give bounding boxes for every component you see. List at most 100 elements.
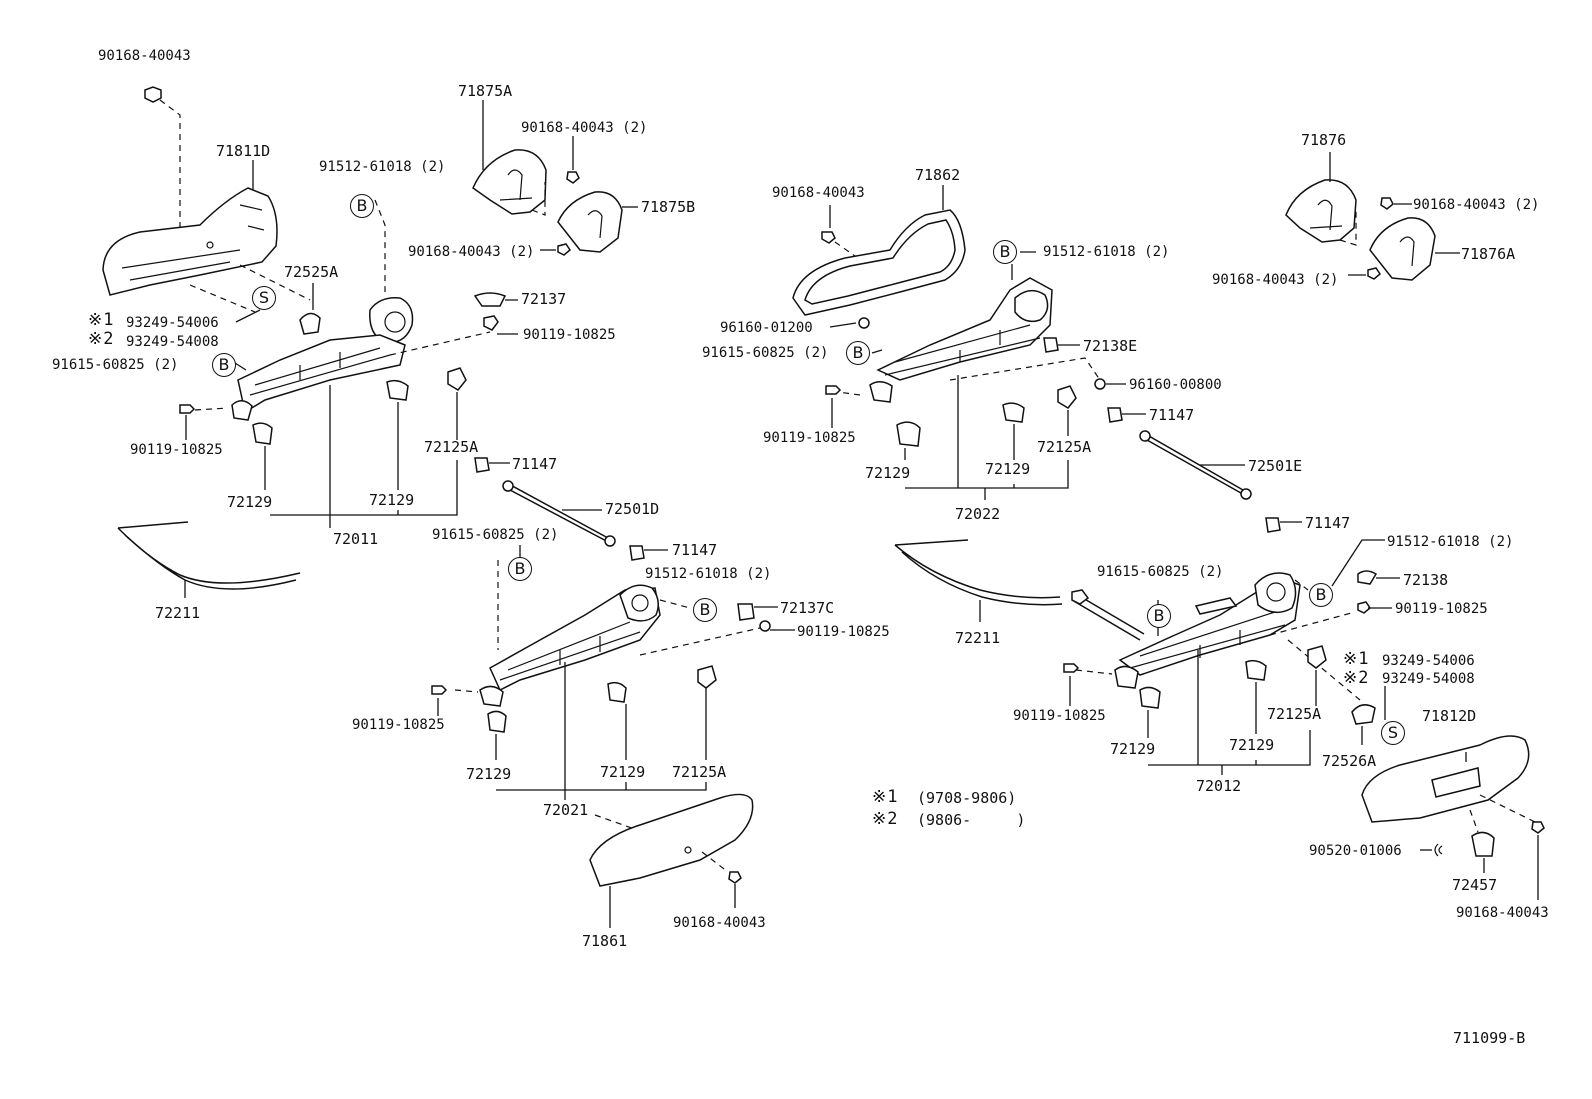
link-rod	[1071, 593, 1145, 641]
leader-line	[829, 322, 857, 328]
cover-detail	[587, 210, 603, 239]
cover-set-71876	[1285, 152, 1460, 281]
cover-detail	[499, 169, 533, 201]
part-number-label: 72129	[985, 460, 1031, 478]
part-number-label: 72125A	[1037, 438, 1092, 456]
part-number-label: 72138E	[1083, 337, 1138, 355]
assembly-72012	[894, 539, 1545, 900]
lever-knob-72525A	[299, 312, 321, 335]
bolt-group-marker-b: B	[350, 194, 374, 218]
part-number-label: 91512-61018 (2)	[1387, 534, 1514, 550]
cushion-71147	[1107, 407, 1123, 423]
track-rails	[499, 621, 641, 681]
power-motor	[1254, 572, 1297, 614]
cover-set-71875	[472, 100, 638, 256]
part-number-label: 90119-10825	[797, 624, 890, 640]
part-number-label: 72012	[1196, 777, 1242, 795]
track-foot	[231, 400, 253, 421]
assembly-72021	[431, 545, 795, 928]
part-number-label: 71875A	[458, 82, 513, 100]
leader-dashed	[374, 199, 386, 292]
part-number-label: 90168-40043	[1456, 905, 1549, 921]
rod-72501E	[1141, 431, 1249, 498]
cushion-71147	[629, 545, 645, 561]
switch-recess	[1431, 767, 1481, 798]
lever	[1194, 597, 1238, 615]
clip-72129	[607, 681, 627, 703]
bolt-icon	[144, 86, 162, 103]
bracket-72137	[473, 292, 507, 307]
part-number-label: 93249-54008	[1382, 671, 1475, 687]
cover-detail	[1399, 236, 1415, 267]
bolt-icon	[825, 385, 842, 395]
leader-dashed	[194, 407, 229, 411]
leader-line	[1011, 251, 1036, 280]
bolt-icon	[1380, 197, 1394, 210]
motor-gear	[384, 311, 406, 333]
rod-end	[1139, 430, 1151, 442]
seat-track-72021	[489, 587, 661, 692]
hole-detail	[684, 846, 692, 854]
part-number-label: 71811D	[216, 142, 271, 160]
leader-dashed	[189, 264, 311, 313]
part-number-label: 91615-60825 (2)	[702, 345, 829, 361]
clip-72129	[252, 422, 273, 445]
part-number-label: 90119-10825	[763, 430, 856, 446]
leader-dashed	[1075, 669, 1113, 675]
part-number-label: 93249-54006	[126, 315, 219, 331]
motor-gear	[1266, 582, 1286, 602]
group-bracket-72011	[270, 385, 458, 516]
variant-note: ※1	[88, 310, 115, 330]
leader-dashed	[1287, 639, 1361, 701]
leader-line	[1147, 670, 1317, 738]
leader-line	[497, 299, 518, 335]
group-bracket-72012	[1148, 650, 1311, 766]
part-number-label: 90119-10825	[130, 442, 223, 458]
bolt-icon	[821, 231, 836, 244]
bolt-icon	[1531, 821, 1545, 834]
leader-line	[495, 688, 707, 760]
bolt-icon	[179, 404, 196, 414]
rod-72501D	[504, 481, 613, 545]
part-number-label: 91615-60825 (2)	[432, 527, 559, 543]
spec-marker-s: S	[1381, 721, 1405, 745]
seat-track-72011	[237, 334, 406, 414]
bolt-icon	[483, 315, 499, 331]
towel-bar-72211	[894, 539, 1063, 606]
lever-knob-72526A	[1351, 704, 1376, 725]
part-number-label: 72138	[1403, 571, 1449, 589]
power-motor	[619, 584, 659, 622]
track-rails	[249, 347, 391, 396]
group-bracket-72022	[905, 375, 1069, 489]
cover-detail	[121, 204, 265, 281]
part-number-label: 71147	[512, 455, 558, 473]
cover-71875B	[557, 191, 623, 253]
cushion-71147	[474, 457, 490, 473]
bolt-group-marker-b: B	[508, 557, 532, 581]
power-motor	[1014, 289, 1049, 323]
leader-line	[235, 309, 261, 323]
part-number-label: 71812D	[1422, 707, 1477, 725]
variant-note: ※2	[88, 329, 115, 349]
part-number-label: 71876A	[1461, 245, 1516, 263]
leader-dashed	[531, 182, 546, 216]
bolt-icon	[557, 243, 571, 256]
part-number-label: 72501E	[1248, 457, 1303, 475]
part-number-label: 93249-54006	[1382, 653, 1475, 669]
part-number-label: 90119-10825	[1395, 601, 1488, 617]
track-foot	[1114, 665, 1139, 689]
part-number-label: 71147	[1305, 514, 1351, 532]
track-rails	[884, 324, 1041, 376]
group-bracket-72021	[496, 662, 707, 791]
part-number-label: 71875B	[641, 198, 696, 216]
seat-frame-71862	[792, 209, 966, 316]
legend-note-range: (9806- )	[917, 811, 1026, 829]
rod-end	[502, 480, 514, 492]
bolt-group-marker-b: B	[993, 240, 1017, 264]
part-number-label: 72125A	[1267, 705, 1322, 723]
leader-dashed	[1339, 210, 1357, 246]
leader-dashed	[639, 627, 761, 656]
rod-end	[1240, 488, 1252, 500]
part-number-label: 72011	[333, 530, 379, 548]
leader-dashed	[1294, 579, 1309, 591]
